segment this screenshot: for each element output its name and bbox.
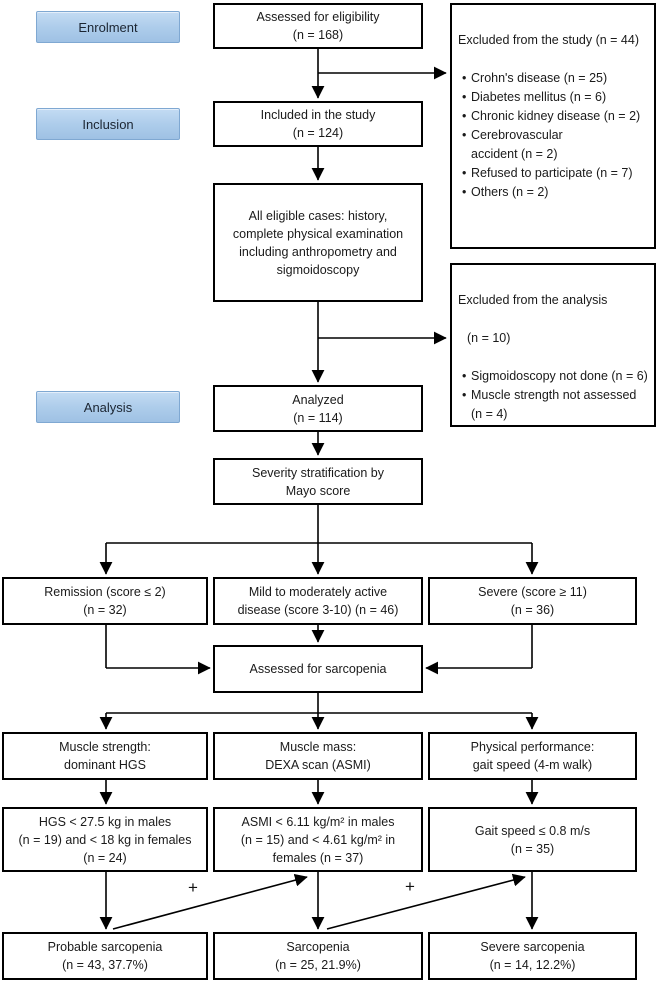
excluded-from-study-item: Diabetes mellitus (n = 6)	[458, 88, 650, 107]
remission-box: Remission (score ≤ 2) (n = 32)	[2, 577, 208, 625]
severity-stratification-box: Severity stratification by Mayo score	[213, 458, 423, 505]
excluded-from-study-item: Refused to participate (n = 7)	[458, 164, 650, 183]
physical-performance-box: Physical performance: gait speed (4-m wa…	[428, 732, 637, 780]
muscle-strength-box: Muscle strength: dominant HGS	[2, 732, 208, 780]
excluded-from-analysis-title2: (n = 10)	[467, 331, 511, 345]
probable-sarcopenia-box: Probable sarcopenia (n = 43, 37.7%)	[2, 932, 208, 980]
excluded-from-analysis-box: Excluded from the analysis (n = 10) Sigm…	[450, 263, 656, 427]
excluded-from-study-item: Chronic kidney disease (n = 2)	[458, 107, 650, 126]
excluded-from-analysis-items: Sigmoidoscopy not done (n = 6)Muscle str…	[458, 367, 650, 424]
excluded-from-study-item: Others (n = 2)	[458, 183, 650, 202]
assessed-sarcopenia-box: Assessed for sarcopenia	[213, 645, 423, 693]
eligible-cases-box: All eligible cases: history, complete ph…	[213, 183, 423, 302]
excluded-from-study-item: Cerebrovascular accident (n = 2)	[458, 126, 650, 164]
excluded-from-study-item: Crohn's disease (n = 25)	[458, 69, 650, 88]
excluded-from-analysis-item: Muscle strength not assessed (n = 4)	[458, 386, 650, 424]
asmi-cutoff-box: ASMI < 6.11 kg/m² in males (n = 15) and …	[213, 807, 423, 872]
excluded-from-analysis-title: Excluded from the analysis	[458, 293, 608, 307]
analyzed-box: Analyzed (n = 114)	[213, 385, 423, 432]
included-text: Included in the study (n = 124)	[260, 108, 376, 140]
excluded-from-study-items: Crohn's disease (n = 25)Diabetes mellitu…	[458, 69, 650, 202]
muscle-strength-text: Muscle strength: dominant HGS	[59, 740, 151, 772]
severe-sarcopenia-text: Severe sarcopenia (n = 14, 12.2%)	[480, 940, 585, 972]
eligible-cases-text: All eligible cases: history, complete ph…	[232, 208, 404, 277]
hgs-cutoff-box: HGS < 27.5 kg in males (n = 19) and < 18…	[2, 807, 208, 872]
asmi-cutoff-text: ASMI < 6.11 kg/m² in males (n = 15) and …	[240, 814, 396, 865]
plus-operator-left: +	[188, 878, 198, 897]
plus-operator-right: +	[405, 877, 415, 896]
included-box: Included in the study (n = 124)	[213, 101, 423, 147]
physical-performance-text: Physical performance: gait speed (4-m wa…	[470, 740, 595, 772]
mild-moderate-box: Mild to moderately active disease (score…	[213, 577, 423, 625]
stage-label-analysis: Analysis	[36, 391, 180, 423]
excluded-from-analysis-item: Sigmoidoscopy not done (n = 6)	[458, 367, 650, 386]
analyzed-text: Analyzed (n = 114)	[292, 392, 344, 425]
assessed-sarcopenia-text: Assessed for sarcopenia	[249, 662, 387, 676]
assessed-eligibility-box: Assessed for eligibility (n = 168)	[213, 3, 423, 49]
remission-text: Remission (score ≤ 2) (n = 32)	[44, 585, 166, 617]
gait-cutoff-box: Gait speed ≤ 0.8 m/s (n = 35)	[428, 807, 637, 872]
assessed-eligibility-text: Assessed for eligibility (n = 168)	[256, 10, 380, 42]
severe-text: Severe (score ≥ 11) (n = 36)	[478, 585, 587, 617]
severe-sarcopenia-box: Severe sarcopenia (n = 14, 12.2%)	[428, 932, 637, 980]
severity-stratification-text: Severity stratification by Mayo score	[252, 465, 384, 498]
stage-label-enrolment: Enrolment	[36, 11, 180, 43]
muscle-mass-box: Muscle mass: DEXA scan (ASMI)	[213, 732, 423, 780]
probable-sarcopenia-text: Probable sarcopenia (n = 43, 37.7%)	[47, 940, 163, 972]
sarcopenia-box: Sarcopenia (n = 25, 21.9%)	[213, 932, 423, 980]
hgs-cutoff-text: HGS < 27.5 kg in males (n = 19) and < 18…	[18, 814, 192, 865]
sarcopenia-text: Sarcopenia (n = 25, 21.9%)	[275, 940, 361, 972]
excluded-from-study-box: Excluded from the study (n = 44) Crohn's…	[450, 3, 656, 249]
mild-moderate-text: Mild to moderately active disease (score…	[237, 585, 399, 617]
severe-box: Severe (score ≥ 11) (n = 36)	[428, 577, 637, 625]
stage-label-inclusion: Inclusion	[36, 108, 180, 140]
muscle-mass-text: Muscle mass: DEXA scan (ASMI)	[265, 740, 371, 772]
gait-cutoff-text: Gait speed ≤ 0.8 m/s (n = 35)	[474, 823, 591, 856]
excluded-from-study-title: Excluded from the study (n = 44)	[458, 33, 639, 47]
